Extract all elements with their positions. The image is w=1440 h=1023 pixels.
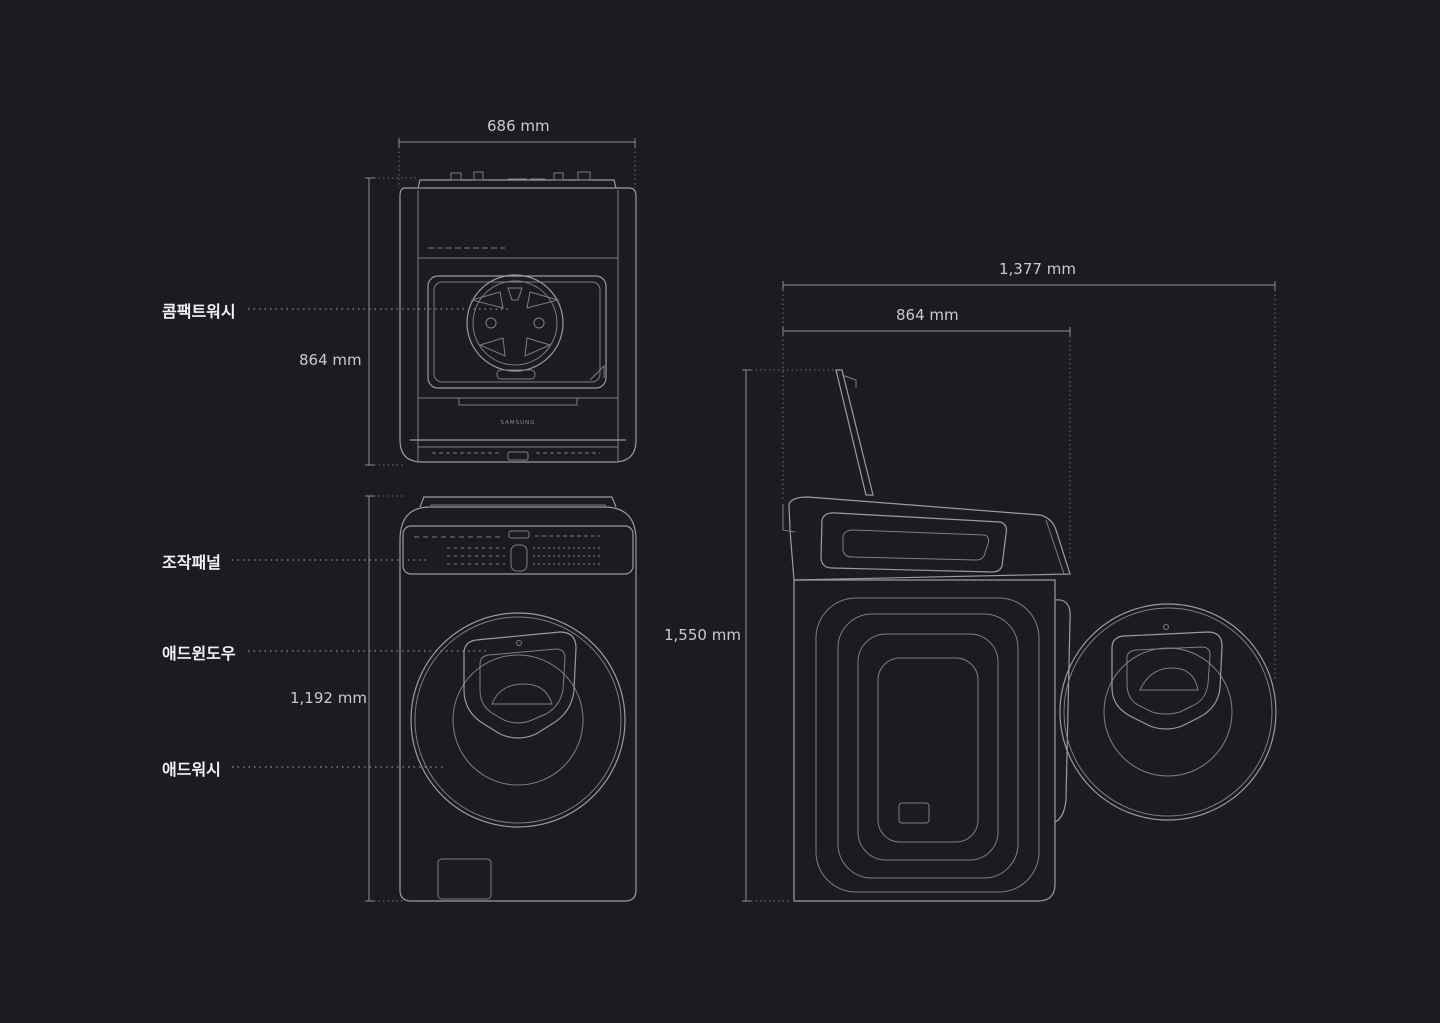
dimension-top-height: 864 mm xyxy=(299,351,362,369)
callout-add-window: 애드윈도우 xyxy=(162,644,236,663)
callout-leaders xyxy=(232,308,512,768)
callout-add-wash: 애드워시 xyxy=(162,760,221,779)
callout-compact-wash: 콤팩트워시 xyxy=(162,302,236,321)
side-view-washer xyxy=(782,369,1277,902)
compact-wash-unit xyxy=(399,171,637,463)
brand-logo: SAMSUNG xyxy=(501,420,536,426)
dimension-side-depth-open: 1,377 mm xyxy=(999,260,1076,278)
front-dimension-lines xyxy=(365,138,636,902)
dimension-side-height: 1,550 mm xyxy=(664,626,741,644)
side-dimension-lines xyxy=(742,281,1276,902)
dimension-top-width: 686 mm xyxy=(487,117,550,135)
main-washer xyxy=(399,496,637,902)
dimension-side-depth: 864 mm xyxy=(896,306,959,324)
dimension-bottom-height: 1,192 mm xyxy=(290,689,367,707)
callout-control-panel: 조작패널 xyxy=(162,553,221,572)
